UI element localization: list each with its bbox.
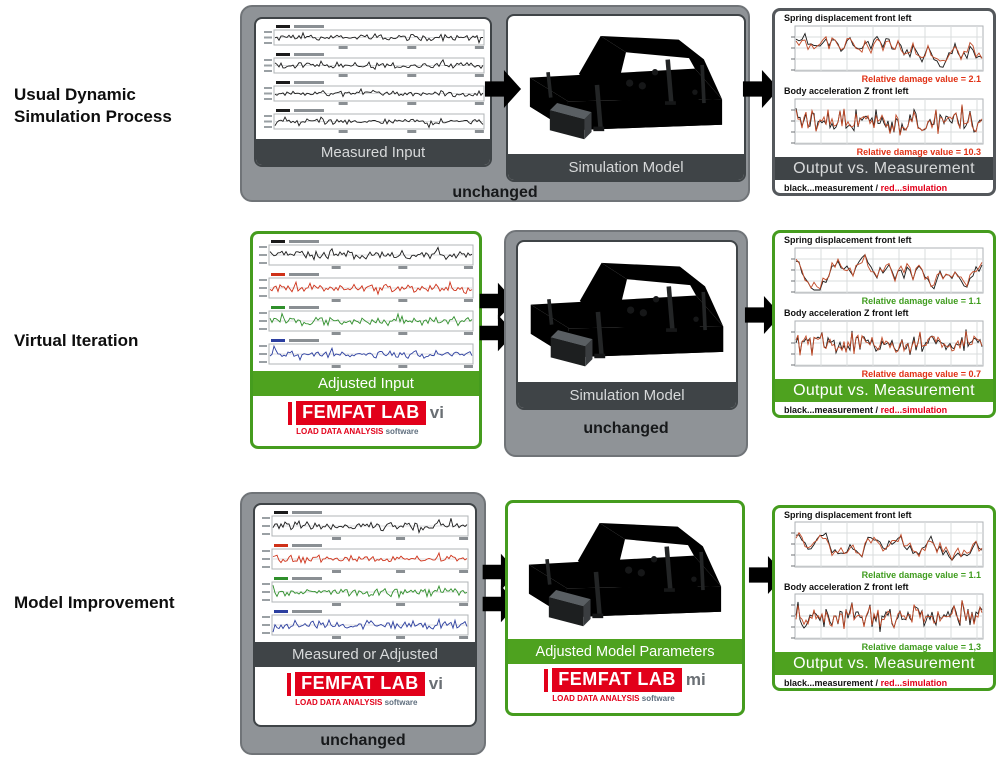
plot-title: Spring displacement front left (784, 510, 912, 520)
input-signal-plots (260, 510, 475, 642)
logo-subtitle: LOAD DATA ANALYSIS software (288, 427, 444, 436)
plot-title: Spring displacement front left (784, 235, 912, 245)
logo-subtitle-gray: software (384, 698, 418, 707)
output-banner: Output vs. Measurement (775, 157, 993, 180)
measured-or-adjusted-banner: Measured or Adjusted (255, 642, 475, 667)
logo-subtitle-red: LOAD DATA ANALYSIS (552, 694, 640, 703)
simulation-model-banner: Simulation Model (518, 382, 736, 408)
femfat-lab-logo: FEMFAT LAB mi LOAD DATA ANALYSIS softwar… (508, 668, 742, 706)
logo-subtitle-gray: software (385, 427, 419, 436)
plot-legend: black...measurement / red...simulation (775, 180, 993, 193)
legend-black: black...measurement (784, 183, 874, 193)
output-vs-measurement-box: Spring displacement front left Relative … (772, 230, 996, 418)
input-signal-plots (257, 239, 479, 371)
output-vs-measurement-box: Spring displacement front left Relative … (772, 8, 996, 196)
legend-separator: / (873, 183, 881, 193)
logo-bar (288, 401, 293, 425)
simulation-model-container: Simulation Model unchanged (504, 230, 748, 457)
row-label-usual-process: Usual Dynamic Simulation Process (14, 84, 239, 128)
measured-input-banner: Measured Input (256, 139, 490, 165)
flow-arrow-icon (484, 66, 522, 112)
unchanged-note: unchanged (583, 420, 669, 437)
simulation-model-box: Simulation Model (516, 240, 738, 410)
adjusted-model-parameters-banner: Adjusted Model Parameters (508, 639, 742, 664)
damage-value: Relative damage value = 10.3 (856, 147, 981, 157)
usual-process-container: Measured Input Simulation Model unchange… (240, 5, 750, 202)
logo-bar (287, 672, 292, 696)
legend-black: black...measurement (784, 678, 874, 688)
damage-value: Relative damage value = 2.1 (861, 74, 981, 84)
logo-suffix: vi (429, 403, 444, 422)
row-label-line: Model Improvement (14, 593, 175, 612)
logo-suffix: mi (685, 670, 706, 689)
damage-value: Relative damage value = 1.1 (861, 296, 981, 306)
femfat-lab-wordmark: FEMFAT LAB (552, 668, 682, 692)
banner-label: Simulation Model (568, 158, 684, 176)
row-label-line: Usual Dynamic (14, 85, 136, 104)
adjusted-input-box: Adjusted Input FEMFAT LAB vi LOAD DATA A… (250, 231, 482, 449)
plot-legend: black...measurement / red...simulation (775, 402, 993, 415)
measured-or-adjusted-container: Measured or Adjusted FEMFAT LAB vi LOAD … (240, 492, 486, 755)
femfat-lab-logo: FEMFAT LAB vi LOAD DATA ANALYSIS softwar… (255, 672, 475, 710)
unchanged-note: unchanged (452, 184, 538, 201)
banner-label: Adjusted Model Parameters (535, 643, 715, 660)
femfat-lab-wordmark: FEMFAT LAB (296, 401, 426, 425)
plot-title: Body acceleration Z front left (784, 582, 909, 592)
comparison-plot (791, 521, 984, 568)
output-banner: Output vs. Measurement (775, 652, 993, 675)
legend-red: red...simulation (880, 405, 948, 415)
logo-subtitle: LOAD DATA ANALYSIS software (287, 698, 443, 707)
simulation-model-car-image (511, 16, 741, 152)
banner-label: Simulation Model (569, 386, 685, 404)
simulation-model-box: Simulation Model (506, 14, 746, 182)
adjusted-model-car-image (512, 503, 738, 639)
plot-title: Body acceleration Z front left (784, 308, 909, 318)
damage-value: Relative damage value = 1,3 (861, 642, 981, 652)
adjusted-model-parameters-box: Adjusted Model Parameters FEMFAT LAB mi … (505, 500, 745, 716)
logo-subtitle-gray: software (641, 694, 675, 703)
simulation-model-car-image (518, 242, 736, 380)
adjusted-input-banner: Adjusted Input (253, 371, 479, 396)
simulation-model-banner: Simulation Model (508, 154, 744, 180)
comparison-plot (791, 25, 984, 72)
unchanged-note: unchanged (320, 732, 406, 749)
legend-separator: / (873, 678, 881, 688)
plot-legend: black...measurement / red...simulation (775, 675, 993, 688)
comparison-plot (791, 98, 984, 145)
plot-title: Body acceleration Z front left (784, 86, 909, 96)
femfat-lab-wordmark: FEMFAT LAB (295, 672, 425, 696)
row-label-line: Virtual Iteration (14, 331, 139, 350)
comparison-plot (791, 247, 984, 294)
comparison-plot (791, 320, 984, 367)
legend-red: red...simulation (880, 183, 948, 193)
plot-title: Spring displacement front left (784, 13, 912, 23)
legend-separator: / (873, 405, 881, 415)
row-label-line: Simulation Process (14, 107, 172, 126)
measured-or-adjusted-box: Measured or Adjusted FEMFAT LAB vi LOAD … (253, 503, 477, 727)
logo-suffix: vi (428, 674, 443, 693)
legend-red: red...simulation (880, 678, 948, 688)
comparison-plot (791, 593, 984, 640)
damage-value: Relative damage value = 0.7 (861, 369, 981, 379)
logo-bar (544, 668, 549, 692)
row-label-virtual-iteration: Virtual Iteration (14, 330, 239, 352)
legend-black: black...measurement (784, 405, 874, 415)
input-signal-plots (262, 24, 490, 136)
banner-label: Measured Input (320, 143, 426, 161)
logo-subtitle-red: LOAD DATA ANALYSIS (295, 698, 383, 707)
damage-value: Relative damage value = 1.1 (861, 570, 981, 580)
row-label-model-improvement: Model Improvement (14, 592, 239, 614)
banner-label: Measured or Adjusted (292, 646, 438, 663)
output-banner: Output vs. Measurement (775, 379, 993, 402)
output-vs-measurement-box: Spring displacement front left Relative … (772, 505, 996, 691)
femfat-lab-logo: FEMFAT LAB vi LOAD DATA ANALYSIS softwar… (253, 401, 479, 439)
logo-subtitle-red: LOAD DATA ANALYSIS (296, 427, 384, 436)
logo-subtitle: LOAD DATA ANALYSIS software (544, 694, 706, 703)
measured-input-box: Measured Input (254, 17, 492, 167)
banner-label: Adjusted Input (318, 375, 414, 392)
